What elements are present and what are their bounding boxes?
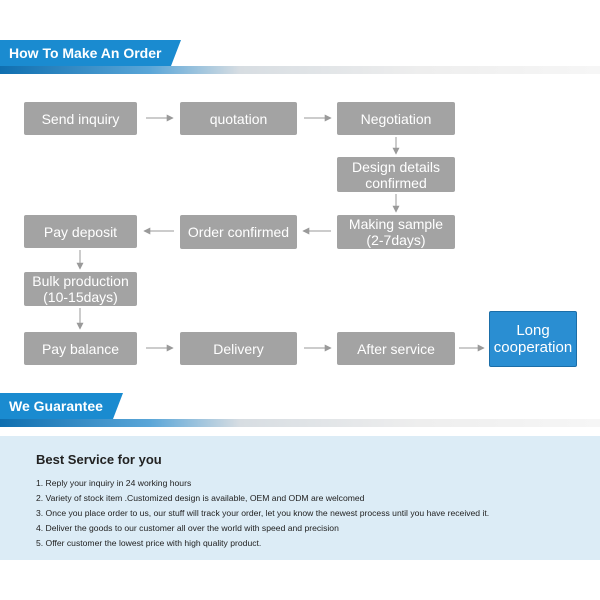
guarantee-section-title: We Guarantee <box>0 393 123 419</box>
panel-title: Best Service for you <box>36 452 162 467</box>
order-section-underline <box>0 66 600 74</box>
guarantee-item: 1. Reply your inquiry in 24 working hour… <box>36 478 192 488</box>
step-long-cooperation: Long cooperation <box>489 311 577 367</box>
guarantee-item: 4. Deliver the goods to our customer all… <box>36 523 339 533</box>
step-making-sample: Making sample (2-7days) <box>337 215 455 249</box>
step-after-service: After service <box>337 332 455 365</box>
step-send-inquiry: Send inquiry <box>24 102 137 135</box>
guarantee-item: 5. Offer customer the lowest price with … <box>36 538 262 548</box>
step-negotiation: Negotiation <box>337 102 455 135</box>
step-design-details-confirmed: Design details confirmed <box>337 157 455 192</box>
guarantee-item: 2. Variety of stock item .Customized des… <box>36 493 365 503</box>
guarantee-section-header: We Guarantee <box>0 393 600 429</box>
guarantee-item: 3. Once you place order to us, our stuff… <box>36 508 490 518</box>
guarantee-list: 1. Reply your inquiry in 24 working hour… <box>36 476 489 551</box>
step-pay-balance: Pay balance <box>24 332 137 365</box>
order-section-title: How To Make An Order <box>0 40 182 66</box>
step-quotation: quotation <box>180 102 297 135</box>
guarantee-panel: Best Service for you 1. Reply your inqui… <box>0 436 600 560</box>
step-order-confirmed: Order confirmed <box>180 215 297 249</box>
order-section-header: How To Make An Order <box>0 40 600 76</box>
step-pay-deposit: Pay deposit <box>24 215 137 248</box>
step-bulk-production: Bulk production (10-15days) <box>24 272 137 306</box>
step-delivery: Delivery <box>180 332 297 365</box>
guarantee-section-underline <box>0 419 600 427</box>
